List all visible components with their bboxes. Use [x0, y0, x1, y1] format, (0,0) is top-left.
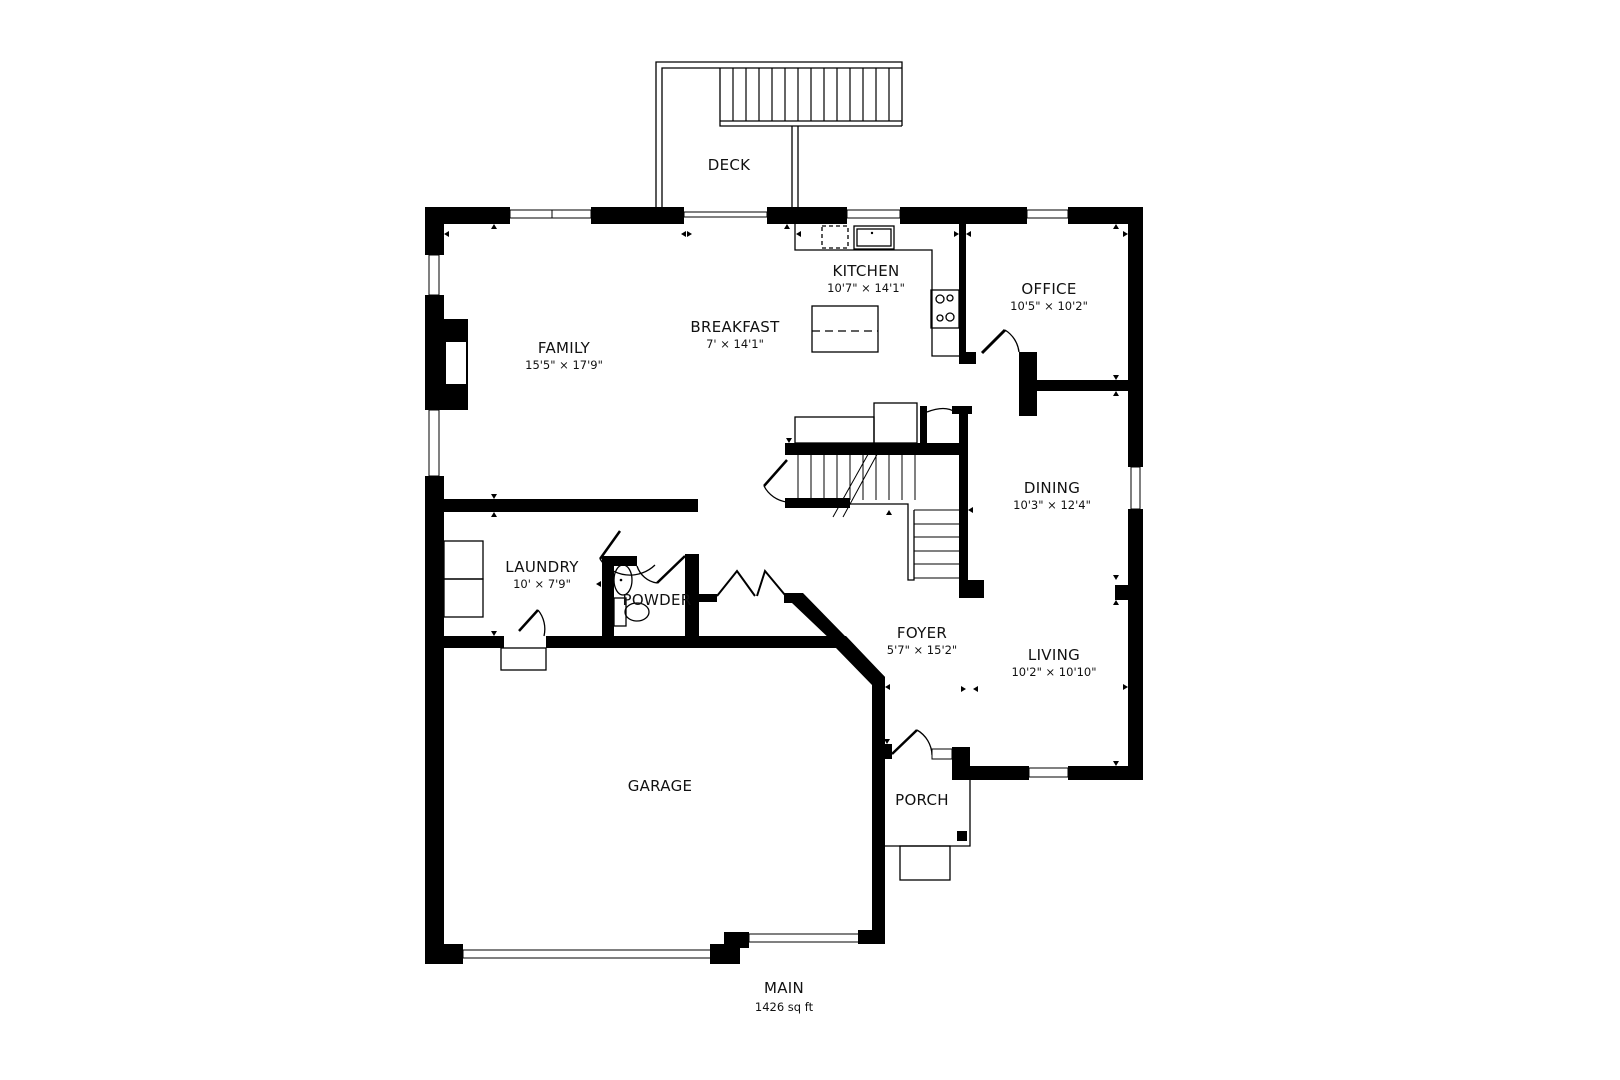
floor-name: MAIN — [763, 979, 805, 997]
room-name: OFFICE — [1021, 280, 1077, 298]
laundry-fixtures — [443, 530, 656, 671]
floor-summary: MAIN 1426 sq ft — [755, 979, 813, 1014]
room-dimensions: 7' × 14'1" — [706, 337, 764, 351]
deck — [655, 61, 903, 208]
room-name: LIVING — [1027, 646, 1081, 664]
room-name: FAMILY — [537, 339, 591, 357]
room-dimensions: 10'2" × 10'10" — [1011, 665, 1097, 679]
room-name: LAUNDRY — [505, 558, 579, 576]
closet-bifold-doors — [716, 568, 786, 597]
room-name: PORCH — [895, 791, 949, 809]
room-label-family: FAMILY 15'5" × 17'9" — [525, 339, 603, 372]
room-label-living: LIVING 10'2" × 10'10" — [1011, 646, 1096, 679]
room-label-deck: DECK — [708, 156, 751, 174]
room-label-foyer: FOYER 5'7" × 15'2" — [887, 624, 957, 657]
room-label-porch: PORCH — [895, 791, 949, 809]
room-label-office: OFFICE 10'5" × 10'2" — [1010, 280, 1088, 313]
walls — [425, 207, 1143, 964]
room-dimensions: 10'7" × 14'1" — [827, 281, 905, 295]
room-name: GARAGE — [627, 777, 693, 795]
room-name: BREAKFAST — [690, 318, 780, 336]
room-label-breakfast: BREAKFAST 7' × 14'1" — [690, 318, 779, 351]
room-name: DECK — [707, 156, 751, 174]
room-label-kitchen: KITCHEN 10'7" × 14'1" — [827, 262, 905, 295]
floor-area: 1426 sq ft — [754, 1000, 814, 1014]
main-staircase — [763, 402, 972, 581]
room-dimensions: 5'7" × 15'2" — [886, 643, 958, 657]
room-dimensions: 15'5" × 17'9" — [525, 358, 603, 372]
deck-stairs — [732, 68, 890, 121]
room-label-garage: GARAGE — [628, 777, 693, 795]
room-dimensions: 10'3" × 12'4" — [1013, 498, 1091, 512]
room-label-dining: DINING 10'3" × 12'4" — [1013, 479, 1091, 512]
dimension-markers — [444, 224, 1128, 766]
front-door — [891, 729, 953, 760]
room-dimensions: 10' × 7'9" — [513, 577, 571, 591]
room-name: KITCHEN — [832, 262, 900, 280]
room-label-powder: POWDER — [623, 591, 692, 609]
office-door — [980, 328, 1020, 355]
kitchen-fixtures — [794, 224, 960, 357]
room-name: DINING — [1023, 479, 1081, 497]
room-dimensions: 10'5" × 10'2" — [1010, 299, 1088, 313]
powder-fixtures — [613, 555, 686, 627]
room-label-laundry: LAUNDRY 10' × 7'9" — [505, 558, 578, 591]
room-name: FOYER — [896, 624, 948, 642]
porch — [885, 780, 971, 881]
room-name: POWDER — [622, 591, 692, 609]
